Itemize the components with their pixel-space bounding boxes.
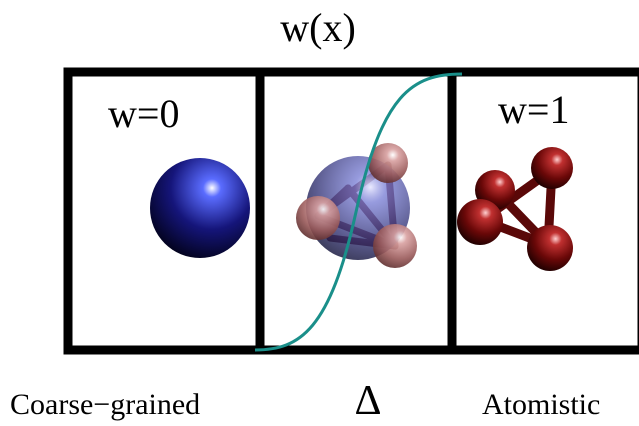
- atomistic-label: Atomistic: [482, 388, 601, 421]
- coarse-grained-weight-label: w=0: [108, 91, 180, 136]
- atomistic-molecule: [457, 147, 573, 271]
- hybrid-atom: [296, 196, 340, 240]
- hybrid-atom: [373, 224, 417, 268]
- region-frame: [63, 67, 639, 355]
- atom: [531, 147, 573, 189]
- hybrid-atom: [368, 143, 408, 183]
- coarse-grained-bead: [150, 158, 250, 258]
- coarse-grained-label: Coarse−grained: [10, 388, 201, 421]
- hybrid-region-label: Δ: [354, 378, 382, 424]
- atom: [457, 199, 503, 245]
- atom: [527, 225, 573, 271]
- weight-function-curve: [254, 72, 463, 352]
- atomistic-weight-label: w=1: [498, 87, 570, 132]
- atomistic-region: [447, 67, 639, 355]
- weight-function-title: w(x): [280, 5, 356, 50]
